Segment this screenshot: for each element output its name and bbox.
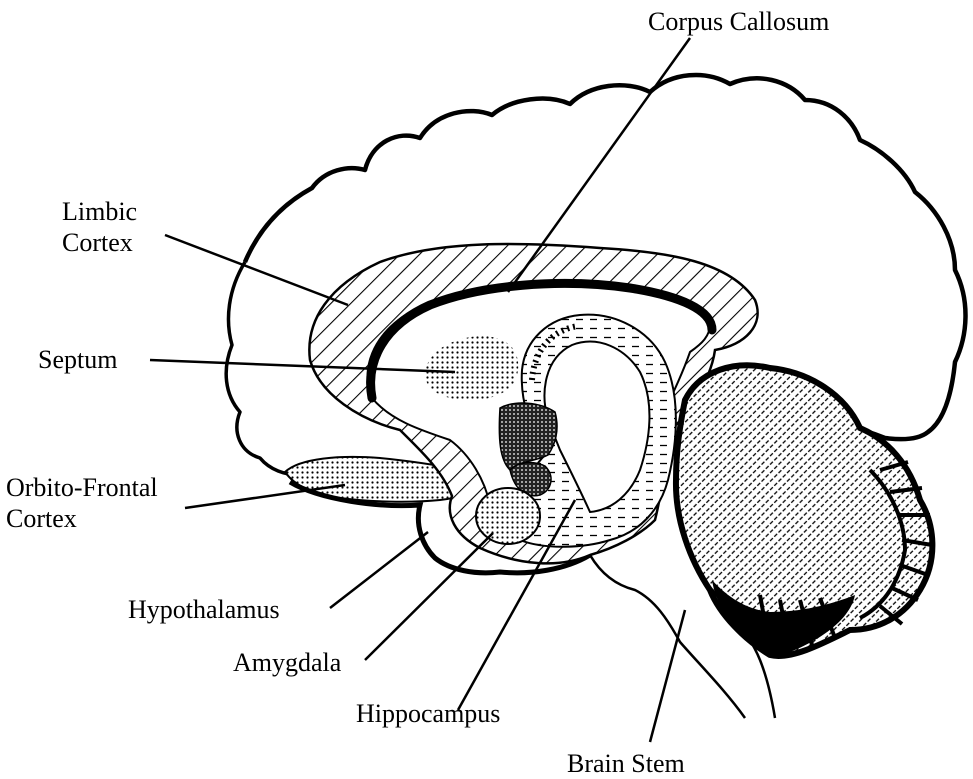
label-septum: Septum bbox=[38, 344, 117, 375]
amygdala-region bbox=[476, 488, 540, 544]
label-hippocampus: Hippocampus bbox=[356, 698, 500, 729]
label-limbic-cortex-line2: Cortex bbox=[62, 227, 137, 258]
label-orbito-frontal-line1: Orbito-Frontal bbox=[6, 472, 158, 503]
leader-brain-stem bbox=[650, 610, 685, 742]
frontal-lobe-outline bbox=[226, 262, 300, 475]
label-orbito-frontal-line2: Cortex bbox=[6, 503, 158, 534]
leader-limbic-cortex bbox=[165, 235, 348, 305]
leader-hypothalamus bbox=[330, 532, 428, 608]
label-hypothalamus: Hypothalamus bbox=[128, 594, 280, 625]
label-limbic-cortex: Limbic Cortex bbox=[62, 196, 137, 258]
label-corpus-callosum: Corpus Callosum bbox=[648, 6, 829, 37]
label-orbito-frontal-cortex: Orbito-Frontal Cortex bbox=[6, 472, 158, 534]
label-amygdala: Amygdala bbox=[233, 647, 341, 678]
label-limbic-cortex-line1: Limbic bbox=[62, 196, 137, 227]
label-brain-stem: Brain Stem bbox=[567, 748, 685, 779]
